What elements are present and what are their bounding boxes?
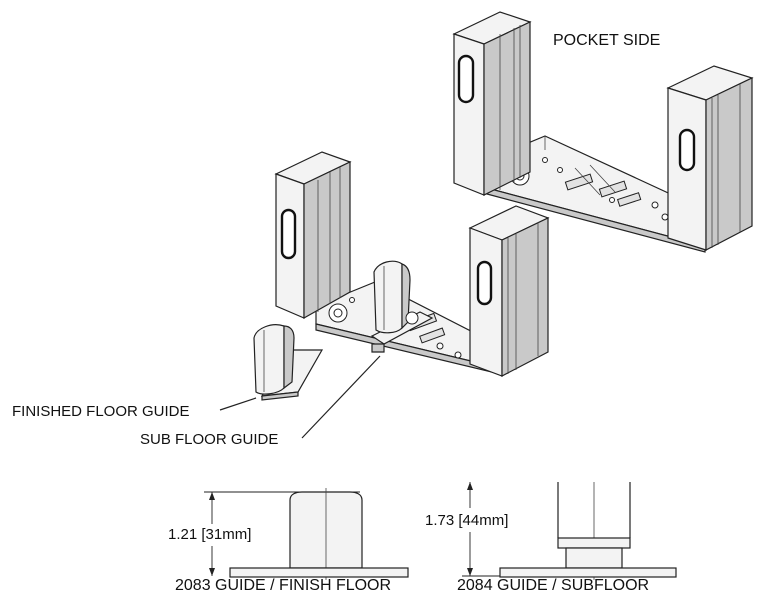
caption-2084: 2084 GUIDE / SUBFLOOR	[457, 577, 650, 594]
detail-2083-guide	[204, 488, 409, 580]
finished-floor-guide-part	[253, 324, 324, 401]
sub-floor-guide-label: SUB FLOOR GUIDE	[140, 431, 279, 448]
finished-floor-guide-label: FINISHED FLOOR GUIDE	[12, 403, 190, 420]
pocket-side-bracket	[452, 11, 754, 253]
sub-floor-guide-leader	[301, 355, 381, 439]
dim-2083-label: 1.21 [31mm]	[168, 526, 252, 543]
finished-floor-guide-leader	[219, 397, 257, 411]
caption-2083: 2083 GUIDE / FINISH FLOOR	[175, 577, 392, 594]
sub-floor-guide-part	[370, 260, 434, 353]
pocket-side-label: POCKET SIDE	[553, 32, 661, 49]
detail-2084-guide	[462, 482, 677, 580]
dim-2084-label: 1.73 [44mm]	[425, 512, 509, 529]
